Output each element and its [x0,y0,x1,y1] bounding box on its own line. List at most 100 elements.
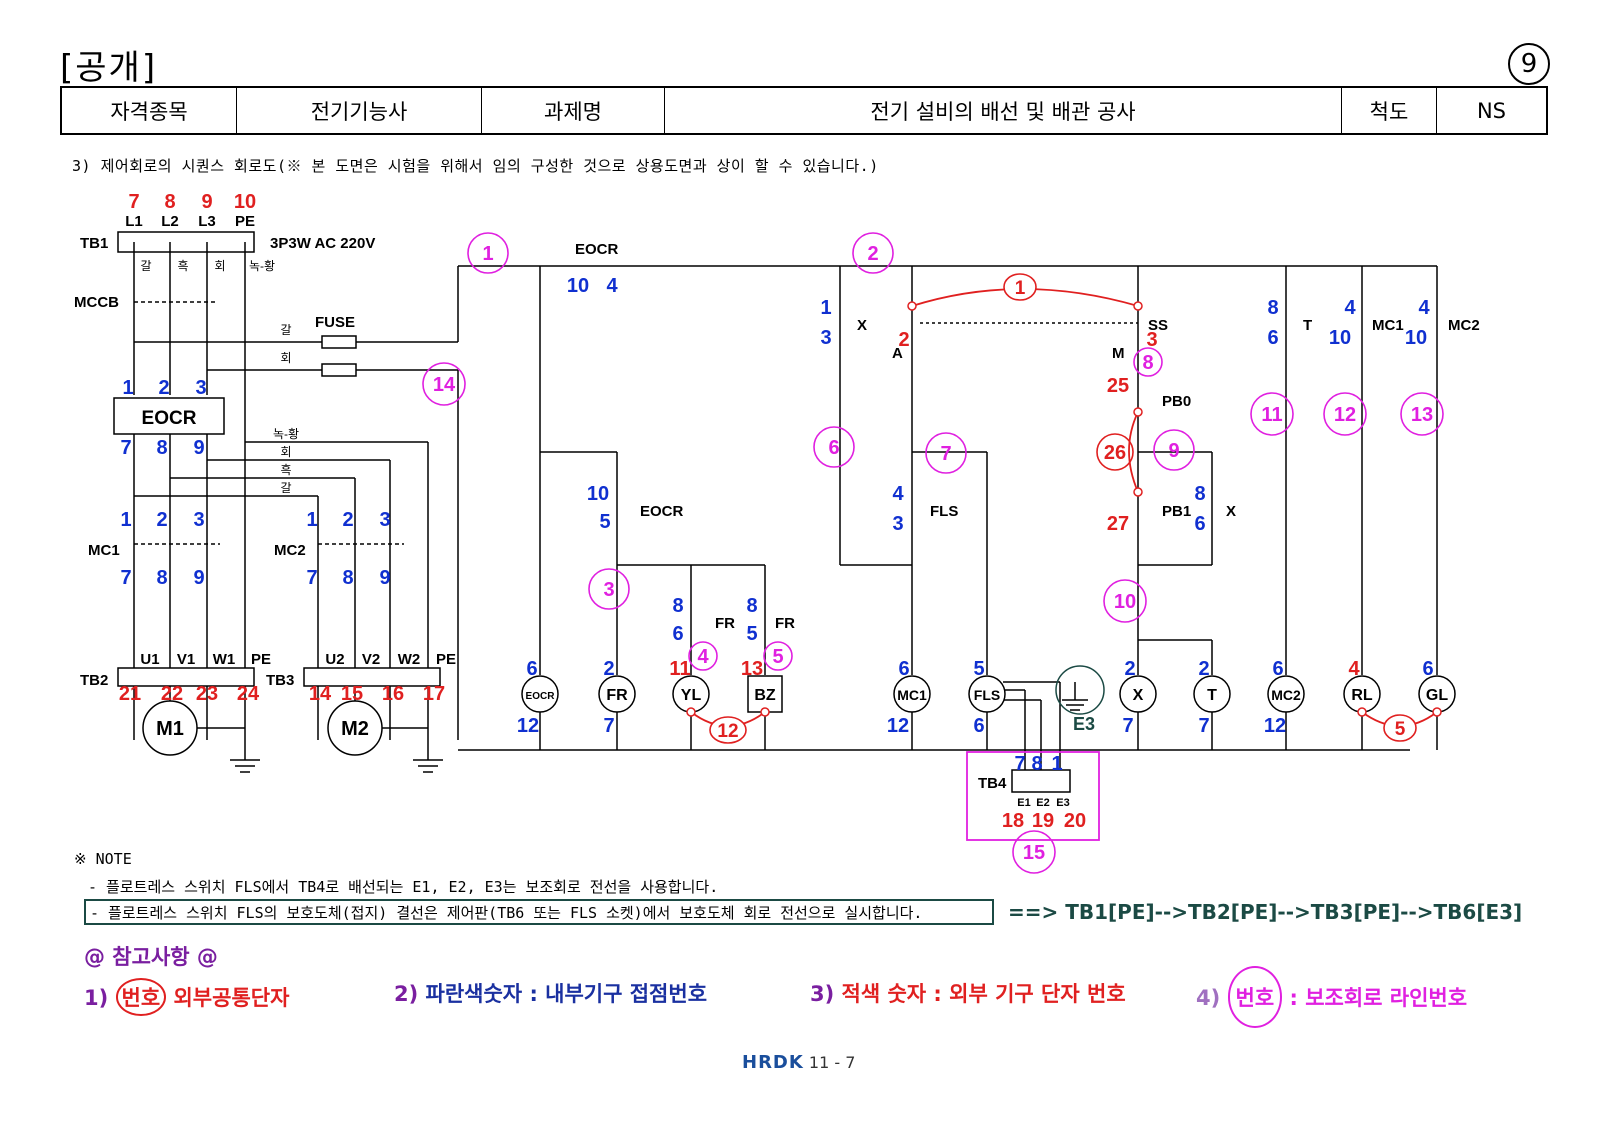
footer: HRDK 11 - 7 [742,1052,855,1073]
phase-l2: L2 [161,213,179,230]
fls-pin-4: 4 [892,483,904,505]
tb1-label: TB1 [80,235,108,252]
phase-l1: L1 [125,213,143,230]
eocr-aux-pin-10: 10 [587,483,609,505]
tb4-label: TB4 [978,775,1007,792]
eocr-aux-pin-5: 5 [599,511,610,533]
bus-color-1: 녹-황 [273,427,299,441]
mc2-label: MC2 [274,542,306,559]
mc1-in-1: 1 [120,509,131,531]
legend-item-4-circle: 번호 [1227,966,1283,1028]
motor-m1-label: M1 [156,718,184,740]
line-number-6: 6 [828,437,839,459]
bus-color-2: 회 [280,445,291,459]
red-terminal-points [686,301,1442,717]
legend-item-1-num: 1) [84,986,109,1010]
legend-item-3-num: 3) [810,982,835,1006]
eocr-in-2: 2 [158,377,169,399]
tb4-num-18: 18 [1002,810,1024,832]
tb2-v1: V1 [177,651,195,668]
load-gl-top-pin: 6 [1422,658,1433,680]
load-bz-label: BZ [754,687,776,704]
mc2-out-7: 7 [306,567,317,589]
m-label: M [1112,345,1125,362]
mc2-aux-pin-10: 10 [1405,327,1427,349]
info-table: 자격종목 전기기능사 과제명 전기 설비의 배선 및 배관 공사 척도 NS [60,86,1548,135]
red-jumper-wires [690,288,1438,727]
line-number-8: 8 [1142,352,1153,374]
diagram-subtitle: 3) 제어회로의 시퀀스 회로도(※ 본 도면은 시험을 위해서 임의 구성한 … [72,157,879,175]
load-fr-label: FR [606,687,628,704]
load-fls-label: FLS [974,687,1000,703]
power-terminal-8: 8 [164,191,175,213]
line-number-circles [422,232,1444,874]
load-t-label: T [1207,687,1217,704]
wire-color-4: 녹-황 [249,259,275,273]
line-number-3: 3 [603,579,614,601]
load-mc1-top-pin: 6 [898,658,909,680]
phase-pe: PE [235,213,255,230]
load-mc2-label: MC2 [1271,687,1301,703]
note-line-1: - 플로트레스 스위치 FLS에서 TB4로 배선되는 E1, E2, E3는 … [88,878,719,896]
load-fls-bot-pin: 6 [973,715,984,737]
line-number-5: 5 [772,646,783,668]
x-contact-label: X [857,317,867,334]
tb4-num-20: 20 [1064,810,1086,832]
load-gl-label: GL [1426,687,1448,704]
load-eocr-bot-pin: 12 [517,715,539,737]
tb3-num-15: 15 [341,683,363,705]
tb3-num-16: 16 [382,683,404,705]
ss-label: SS [1148,317,1168,334]
legend-item-1-circle: 번호 [115,978,167,1016]
power-terminal-7: 7 [128,191,139,213]
legend-item-4-num: 4) [1196,986,1221,1010]
load-t-bot-pin: 7 [1198,715,1209,737]
x-holding-pin-8: 8 [1194,483,1205,505]
pb0-pin: 25 [1107,375,1129,397]
eocr-out-8: 8 [156,437,167,459]
fr-yl-pin-6: 6 [672,623,683,645]
load-mc2-top-pin: 6 [1272,658,1283,680]
load-mc1-bot-pin: 12 [887,715,909,737]
fr-bz-pin-8: 8 [746,595,757,617]
mc2-in-3: 3 [379,509,390,531]
mc1-aux-pin-4: 4 [1344,297,1356,319]
tb3-w2: W2 [398,651,421,668]
eocr-aux-label: EOCR [640,503,684,520]
load-mc2-bot-pin: 12 [1264,715,1286,737]
mc1-in-3: 3 [193,509,204,531]
reference-title: @ 참고사항 @ [84,945,218,969]
load-t-top-pin: 2 [1198,658,1209,680]
tb2-pe: PE [251,651,271,668]
legend-item-1-text: 외부공통단자 [173,986,290,1010]
load-yl-top-pin: 11 [669,658,690,680]
legend-item-4: 4) 번호 : 보조회로 라인번호 [1196,966,1467,1028]
load-mc1-label: MC1 [897,687,927,703]
tb2-num-22: 22 [161,683,183,705]
header-title: [공개] [60,48,158,88]
mc2-in-2: 2 [342,509,353,531]
fr-yl-pin-8: 8 [672,595,683,617]
info-cell-task-label: 과제명 [481,86,665,135]
power-terminal-10: 10 [234,191,256,213]
load-rl-top-pin: 4 [1348,658,1360,680]
tb3-u2: U2 [325,651,344,668]
legend-item-1: 1) 번호 외부공통단자 [84,978,289,1016]
mc2-aux-label: MC2 [1448,317,1480,334]
eocr-main-box [113,397,225,435]
tb4-aux-wiring-box [966,751,1100,841]
line-number-26: 26 [1104,442,1126,464]
tb3-num-17: 17 [423,683,445,705]
load-fls-top-pin: 5 [973,658,984,680]
tb1-terminal-block [117,231,255,253]
load-eocr-top-pin: 6 [526,658,537,680]
load-eocr-label: EOCR [526,691,556,702]
t-contact-label: T [1303,317,1312,334]
bus-color-3: 흑 [280,463,291,477]
tb2-num-23: 23 [196,683,218,705]
pb1-pin: 27 [1107,513,1129,535]
load-x-label: X [1133,687,1144,704]
tb4-pin-1: 1 [1051,753,1062,775]
tb2-u1: U1 [140,651,159,668]
